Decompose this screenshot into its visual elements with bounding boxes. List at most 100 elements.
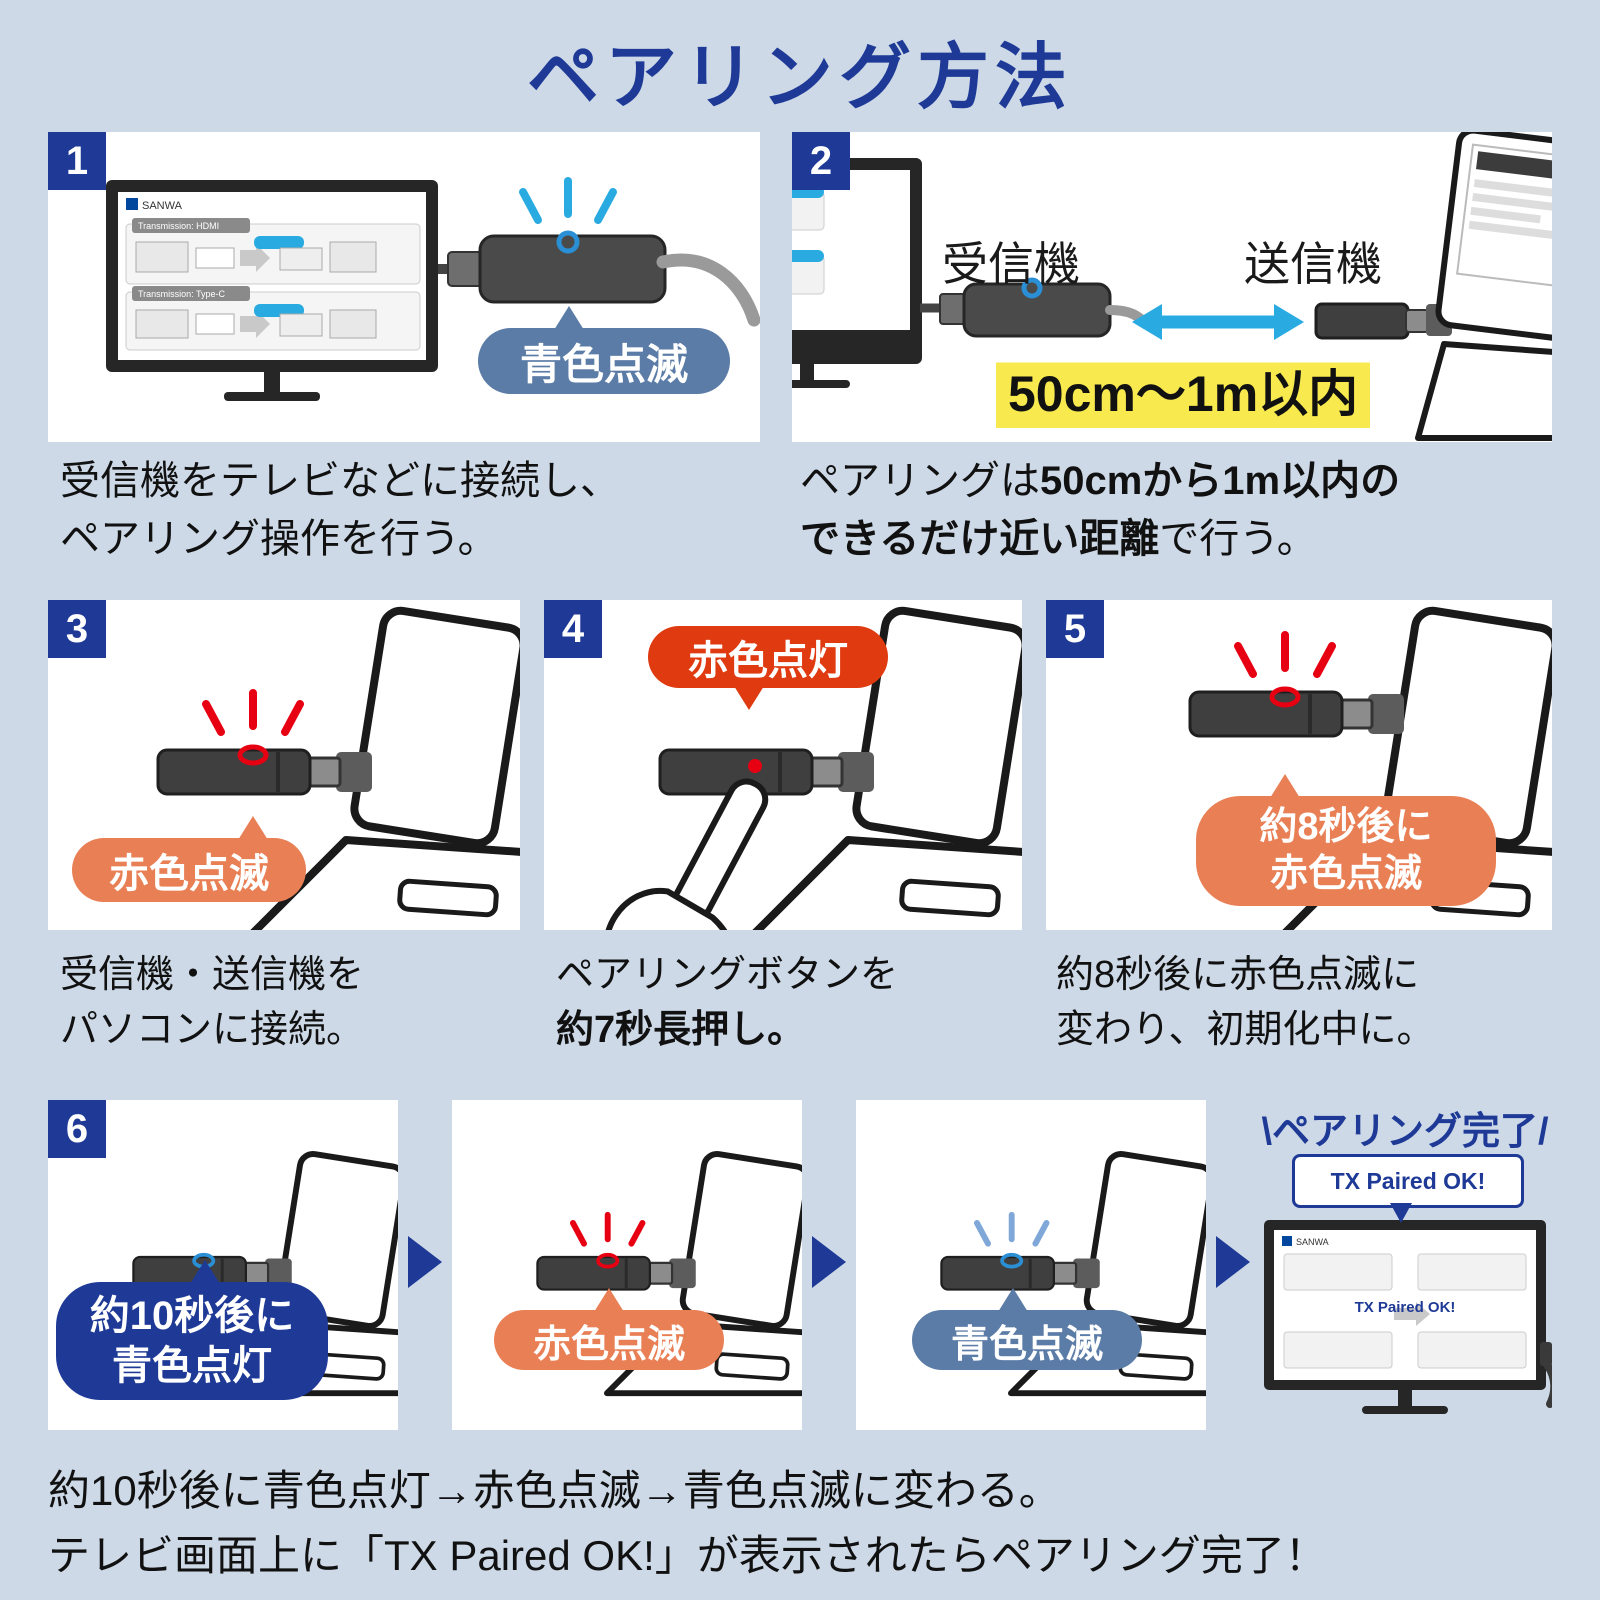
bubble-text-line2: 青色点灯	[112, 1344, 272, 1388]
step5-number-badge: 5	[1046, 600, 1104, 658]
bubble-text-line2: 赤色点滅	[1269, 853, 1422, 895]
laptop-dongle-illustration	[856, 1100, 1206, 1430]
blink-marks-icon	[569, 1211, 646, 1247]
bubble-pointer	[594, 1288, 624, 1312]
bubble-pointer	[998, 1288, 1028, 1312]
step3-caption-line1: 受信機・送信機を	[60, 954, 365, 996]
tx-paired-ok-callout: TX Paired OK!	[1292, 1154, 1524, 1208]
usb-dongle-icon	[940, 1255, 1100, 1291]
laptop-partial-icon	[1415, 132, 1552, 441]
laptop-dongle-illustration	[452, 1100, 802, 1430]
step8-panel: 青色点滅	[856, 1100, 1206, 1430]
tv-logo-text: SANWA	[1296, 1237, 1329, 1247]
blue-blinking-bubble: 青色点滅	[912, 1288, 1142, 1370]
bottom-caption: 約10秒後に青色点灯→赤色点滅→青色点滅に変わる。 テレビ画面上に「TX Pai…	[48, 1458, 1327, 1588]
step2-panel: 2	[792, 132, 1552, 442]
bottom-caption-line2: テレビ画面上に「TX Paired OK!」が表示されたらペアリング完了！	[48, 1532, 1327, 1580]
usb-dongle-icon	[536, 1255, 696, 1291]
step3-caption: 受信機・送信機を パソコンに接続。	[60, 948, 364, 1058]
step5-panel: 5 約8秒後に 赤色点滅	[1046, 600, 1552, 930]
tx-paired-ok-text: TX Paired OK!	[1330, 1167, 1486, 1194]
usb-dongle-icon	[156, 748, 372, 796]
distance-text: 50cm〜1m以内	[996, 352, 1371, 428]
receiver-device-icon	[447, 177, 760, 327]
page-title: ペアリング方法	[526, 38, 1073, 118]
bubble-pointer	[1270, 774, 1300, 798]
step4-caption-line2: 約7秒長押し。	[556, 1009, 806, 1052]
tv-band1-label: Transmission: HDMI	[138, 221, 219, 231]
step1-caption-line2: ペアリング操作を行う。	[60, 517, 498, 561]
bubble-pointer	[190, 1260, 220, 1284]
step4-caption-line1: ペアリングボタンを	[556, 954, 899, 996]
usb-dongle-icon	[658, 748, 874, 796]
step6-number-badge: 6	[48, 1100, 106, 1158]
red-blinking-bubble: 赤色点滅	[494, 1288, 724, 1370]
blue-blinking-bubble: 青色点滅	[478, 306, 730, 394]
step5-caption-line2: 変わり、初期化中に。	[1056, 1009, 1435, 1052]
step2-caption-line1: ペアリングは50cmから1m以内の	[800, 452, 1400, 510]
step1-caption: 受信機をテレビなどに接続し、 ペアリング操作を行う。	[60, 452, 620, 568]
bubble-text: 赤色点滅	[109, 852, 269, 896]
transmitter-device-icon	[1314, 302, 1452, 340]
tv-partial-icon	[792, 158, 922, 388]
caption-bold: できるだけ近い距離	[800, 517, 1160, 561]
step1-number-badge: 1	[48, 132, 106, 190]
blue-led-icon	[1021, 277, 1043, 299]
tv-icon: SANWA Transmission: HDMI Transmission: T…	[106, 180, 438, 401]
tv-paired-illustration: SANWA TX Paired OK!	[1264, 1220, 1552, 1414]
led-icon	[1000, 1252, 1024, 1269]
tv-band2-label: Transmission: Type-C	[138, 289, 226, 299]
pressing-finger-icon	[602, 778, 769, 930]
laptop-dongle-illustration	[48, 600, 520, 930]
led-icon	[748, 759, 762, 773]
step2-caption-line2: できるだけ近い距離で行う。	[800, 510, 1400, 568]
sequence-arrow-icon	[1216, 1236, 1250, 1288]
red-blink-after-8s-bubble: 約8秒後に 赤色点滅	[1196, 774, 1496, 906]
step5-caption: 約8秒後に赤色点滅に 変わり、初期化中に。	[1056, 948, 1434, 1058]
bubble-text: 赤色点灯	[688, 639, 848, 683]
led-icon	[237, 744, 269, 766]
distance-illustration	[792, 132, 1552, 441]
led-icon	[1269, 686, 1301, 708]
tv-screen-band-hdmi: Transmission: HDMI	[125, 218, 421, 285]
bubble-text-line1: 約10秒後に	[89, 1294, 295, 1338]
tv-icon: SANWA TX Paired OK!	[1264, 1220, 1546, 1414]
step2-caption: ペアリングは50cmから1m以内の できるだけ近い距離で行う。	[800, 452, 1400, 568]
red-lit-bubble: 赤色点灯	[648, 626, 888, 710]
tv-side-plug-icon	[1540, 1342, 1552, 1408]
usb-dongle-icon	[1188, 690, 1404, 738]
tv-screen-band-typec: Transmission: Type-C	[125, 286, 421, 351]
bubble-pointer	[734, 686, 764, 710]
laptop-dongle-press-illustration	[544, 600, 1022, 930]
receiver-label: 受信機	[942, 238, 1080, 290]
caption-text: で行う。	[1159, 517, 1317, 561]
step7-panel: 赤色点滅	[452, 1100, 802, 1430]
step4-number-badge: 4	[544, 600, 602, 658]
callout-pointer	[1390, 1203, 1412, 1223]
blink-marks-icon	[1234, 631, 1336, 678]
bottom-caption-line1: 約10秒後に青色点灯→赤色点滅→青色点滅に変わる。	[48, 1467, 1061, 1514]
transmitter-label: 送信機	[1244, 238, 1382, 290]
laptop-icon	[250, 606, 520, 930]
bubble-pointer	[238, 816, 268, 840]
step1-panel: 1 SANWA Transmission: HDMI	[48, 132, 760, 442]
sequence-arrow-icon	[812, 1236, 846, 1288]
step5-caption-line1: 約8秒後に赤色点滅に	[1056, 954, 1420, 996]
bubble-text: 青色点滅	[950, 1323, 1103, 1366]
led-icon	[596, 1252, 620, 1269]
caption-bold: 50cmから1m以内の	[1040, 459, 1401, 503]
laptop-icon	[752, 606, 1022, 930]
tv-receiver-illustration: SANWA Transmission: HDMI Transmission: T…	[106, 177, 760, 401]
blue-lit-after-10s-bubble: 約10秒後に 青色点灯	[56, 1260, 328, 1400]
bubble-text-line1: 約8秒後に	[1259, 805, 1433, 848]
step3-panel: 3 赤色点滅	[48, 600, 520, 930]
bubble-pointer	[554, 306, 584, 330]
tv-logo-text: SANWA	[142, 200, 183, 212]
receiver-cable	[656, 253, 760, 327]
pairing-complete-section: \ペアリング完了/ TX Paired OK! SANWA TX Paired …	[1258, 1100, 1552, 1440]
sequence-arrow-icon	[408, 1236, 442, 1288]
step6-panel: 6 約10秒後に 青色点灯	[48, 1100, 398, 1430]
step4-caption: ペアリングボタンを 約7秒長押し。	[556, 948, 898, 1058]
step3-caption-line2: パソコンに接続。	[60, 1009, 365, 1052]
